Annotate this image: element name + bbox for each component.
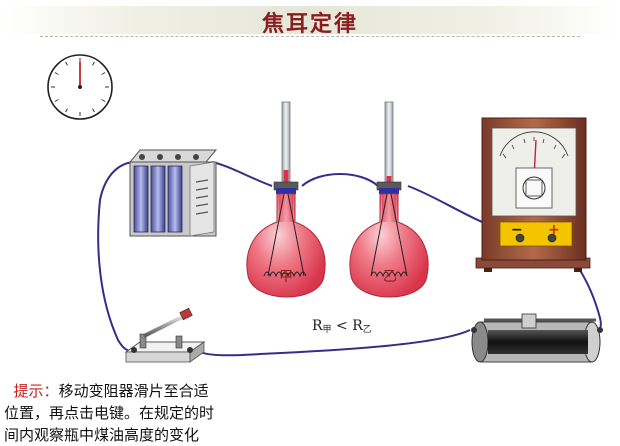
rheostat[interactable] — [471, 313, 603, 363]
ammeter — [475, 117, 591, 272]
resistance-right-symbol: R — [352, 318, 363, 334]
clock-icon — [47, 54, 113, 120]
hint-text: 提示：移动变阻器滑片至合适 位置，再点击电键。在规定的时 间内观察瓶中煤油高度的… — [4, 380, 304, 446]
title-divider — [40, 36, 580, 38]
hint-line-1-text: 移动变阻器滑片至合适 — [58, 382, 209, 400]
ammeter-minus-label: − — [511, 222, 523, 238]
flask-right — [349, 101, 429, 298]
title-bar: 焦耳定律 — [0, 0, 620, 40]
flask-left-label: 甲 — [279, 269, 293, 285]
resistance-left-symbol: R — [312, 318, 323, 334]
page-title: 焦耳定律 — [261, 11, 358, 37]
battery-pack — [128, 149, 218, 237]
resistance-left-subscript: 甲 — [322, 325, 332, 335]
switch[interactable] — [124, 307, 206, 363]
comparison-operator: < — [336, 318, 348, 334]
title-banner — [0, 6, 620, 34]
resistance-comparison: R甲 < R乙 — [312, 318, 372, 335]
hint-label: 提示： — [13, 382, 59, 400]
flask-right-label: 乙 — [383, 269, 397, 285]
ammeter-plus-label: + — [548, 222, 560, 238]
hint-line-1: 提示：移动变阻器滑片至合适 — [4, 380, 304, 402]
resistance-right-subscript: 乙 — [362, 325, 372, 335]
hint-line-2: 位置，再点击电键。在规定的时 — [4, 404, 215, 422]
flask-left — [246, 101, 326, 298]
hint-line-3: 间内观察瓶中煤油高度的变化 — [4, 426, 200, 444]
